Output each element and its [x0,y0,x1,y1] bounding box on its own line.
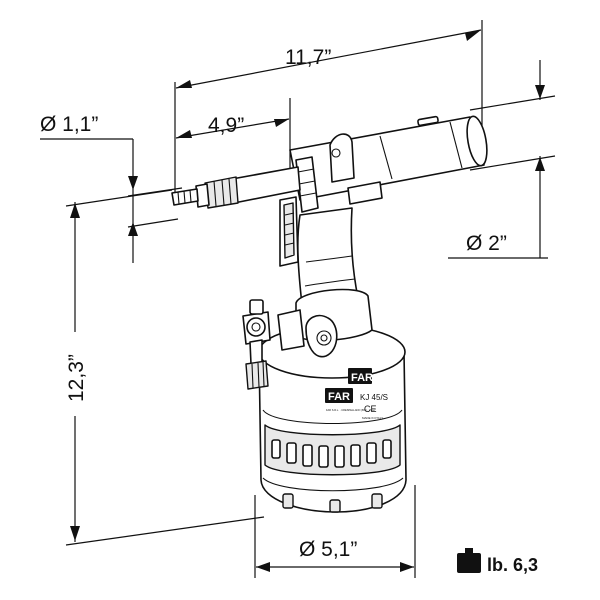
dimension-head-diameter: Ø 2” [448,60,556,259]
weight-icon [457,548,481,573]
brand-logo-upper: FAR [351,372,373,384]
dim-label-base-diameter: Ø 5,1” [299,538,357,561]
dimension-overall-height: 12,3” [62,189,265,546]
weight-label: lb. 6,3 [487,555,538,575]
dimension-nose-diameter: Ø 1,1” [40,113,183,263]
tool-grip [295,207,373,342]
dim-label-nose-length: 4,9” [208,114,244,137]
dimension-base-diameter: Ø 5,1” [254,485,416,578]
tool-base [258,325,407,513]
dim-label-nose-diameter: Ø 1,1” [40,113,98,136]
valve-knob [277,309,338,358]
made-in-label: MADE IN ITALY [362,416,383,420]
rivet-tool: FAR FAR KJ 45/S CE FAR S.R.L. · CRESPELL… [171,115,488,513]
fine-print: FAR S.R.L. · CRESPELLANO (BO) · ITALY [326,408,376,412]
dimension-overall-length: 11,7” [174,20,483,197]
air-inlet-fitting [242,299,271,390]
dim-label-overall-height: 12,3” [65,354,88,402]
dimension-nose-length: 4,9” [175,98,291,170]
model-number: KJ 45/S [360,393,388,402]
ce-mark: CE [364,404,377,414]
tool-nose [171,166,301,209]
tool-label-plate: FAR FAR KJ 45/S CE FAR S.R.L. · CRESPELL… [325,368,388,420]
dim-label-overall-length: 11,7” [285,46,331,69]
weight-info: lb. 6,3 [457,548,538,575]
base-vents [271,439,392,468]
brand-logo: FAR [328,391,350,403]
dim-label-head-diameter: Ø 2” [466,232,507,255]
tool-head [289,115,488,213]
tool-trigger [279,196,299,267]
